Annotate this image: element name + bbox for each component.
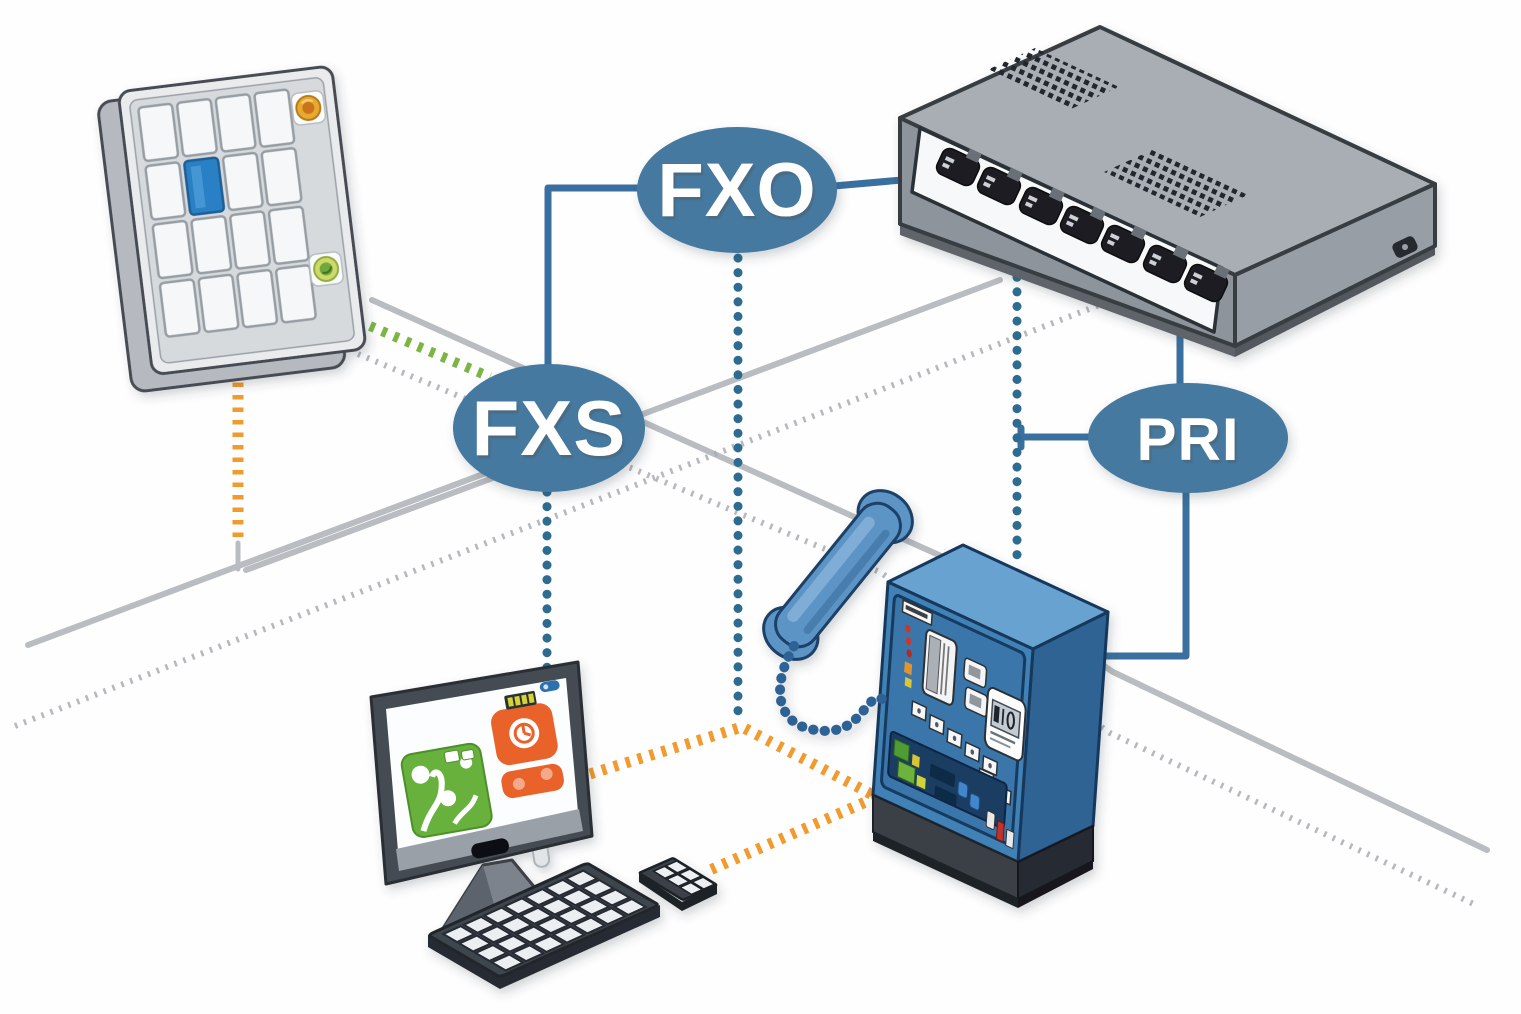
numpad-side-edge bbox=[639, 873, 717, 911]
phone-display bbox=[984, 686, 1026, 763]
orange-button-icon bbox=[290, 90, 327, 126]
phone-status-leds bbox=[904, 624, 913, 689]
desk-phone-pbx-device bbox=[753, 480, 1108, 908]
monitor-chin bbox=[396, 809, 583, 871]
fxs-label: FXS bbox=[472, 384, 627, 472]
fxo-label: FXO bbox=[657, 148, 816, 233]
map-app-icon bbox=[400, 742, 493, 838]
fxo-ellipse bbox=[637, 127, 837, 253]
keypad-keys bbox=[136, 88, 318, 339]
phone-base-lip-right bbox=[1018, 861, 1093, 908]
signal-bars-icon bbox=[504, 690, 537, 710]
phone-base-lip-front bbox=[873, 832, 1018, 908]
green-button-icon bbox=[308, 251, 344, 287]
gateway-power-connector-icon bbox=[1392, 236, 1418, 258]
monitor-logo-slot bbox=[471, 838, 509, 859]
gateway-bottom-bevel-front bbox=[900, 224, 1235, 357]
node-pri: PRI bbox=[1088, 383, 1288, 493]
gateway-vent-grid-1 bbox=[987, 48, 1119, 109]
fxo-gateway-connector bbox=[830, 176, 906, 190]
phone-coiled-cord bbox=[775, 641, 887, 736]
node-fxo: FXO bbox=[637, 127, 837, 253]
dialer-app-icon bbox=[491, 703, 564, 799]
gateway-right-face bbox=[1233, 182, 1437, 348]
orange-computer-link bbox=[588, 721, 890, 876]
diagram-nodes: FXO FXS PRI bbox=[453, 127, 1288, 493]
pri-ellipse bbox=[1088, 383, 1288, 493]
pri-phone-connector bbox=[1099, 486, 1190, 660]
blue-dotted-links bbox=[542, 243, 1022, 729]
keyboard bbox=[428, 863, 659, 1014]
multi-port-gateway-device bbox=[898, 25, 1437, 357]
fxo-fxs-connector bbox=[544, 184, 644, 370]
node-fxs: FXS bbox=[453, 364, 645, 492]
pri-label: PRI bbox=[1136, 406, 1239, 473]
numpad bbox=[639, 858, 717, 900]
green-dotted-link bbox=[368, 321, 492, 382]
status-pill-icon bbox=[539, 680, 560, 693]
colored-links bbox=[232, 321, 890, 876]
phone-front-panel bbox=[881, 594, 1030, 850]
fxs-ellipse bbox=[453, 364, 645, 492]
wall-keypad-device bbox=[97, 65, 367, 393]
blue-connectors bbox=[544, 176, 1190, 660]
phone-lower-strip bbox=[887, 731, 1017, 849]
desktop-computer-device bbox=[371, 660, 717, 1014]
gateway-bottom-bevel-right bbox=[1235, 246, 1435, 357]
gateway-vent-grid-2 bbox=[1104, 150, 1248, 217]
numpad-keys bbox=[654, 861, 715, 894]
keypad-blue-key-highlight bbox=[190, 165, 206, 209]
phone-handset bbox=[762, 489, 914, 661]
phone-speaker-panel bbox=[922, 628, 957, 706]
